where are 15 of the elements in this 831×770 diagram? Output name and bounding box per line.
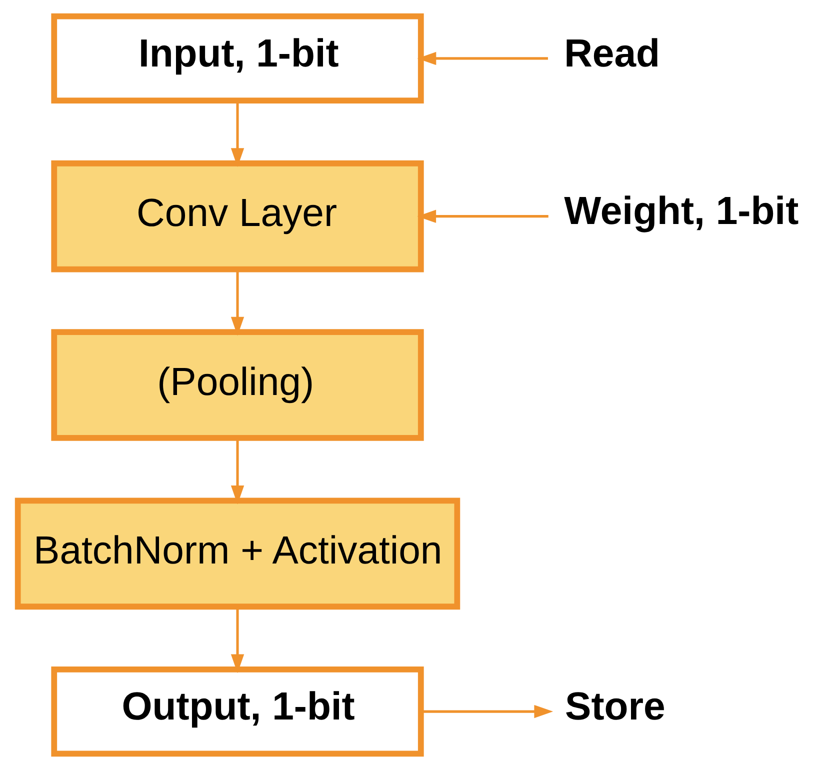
node-box: Input, 1-bit bbox=[51, 13, 424, 104]
arrow bbox=[230, 100, 244, 167]
node-text: Read bbox=[564, 31, 660, 76]
arrow bbox=[230, 270, 244, 336]
node-text: Weight, 1-bit bbox=[564, 189, 799, 234]
node-box: Output, 1-bit bbox=[51, 666, 424, 757]
node-box: Conv Layer bbox=[51, 160, 424, 272]
node-box: (Pooling) bbox=[51, 329, 424, 441]
arrow bbox=[417, 210, 548, 223]
arrow bbox=[422, 704, 554, 718]
arrow bbox=[230, 606, 244, 674]
node-text: Store bbox=[565, 684, 666, 728]
arrow bbox=[230, 438, 244, 504]
arrow bbox=[417, 52, 548, 66]
node-box: BatchNorm + Activation bbox=[14, 498, 460, 610]
